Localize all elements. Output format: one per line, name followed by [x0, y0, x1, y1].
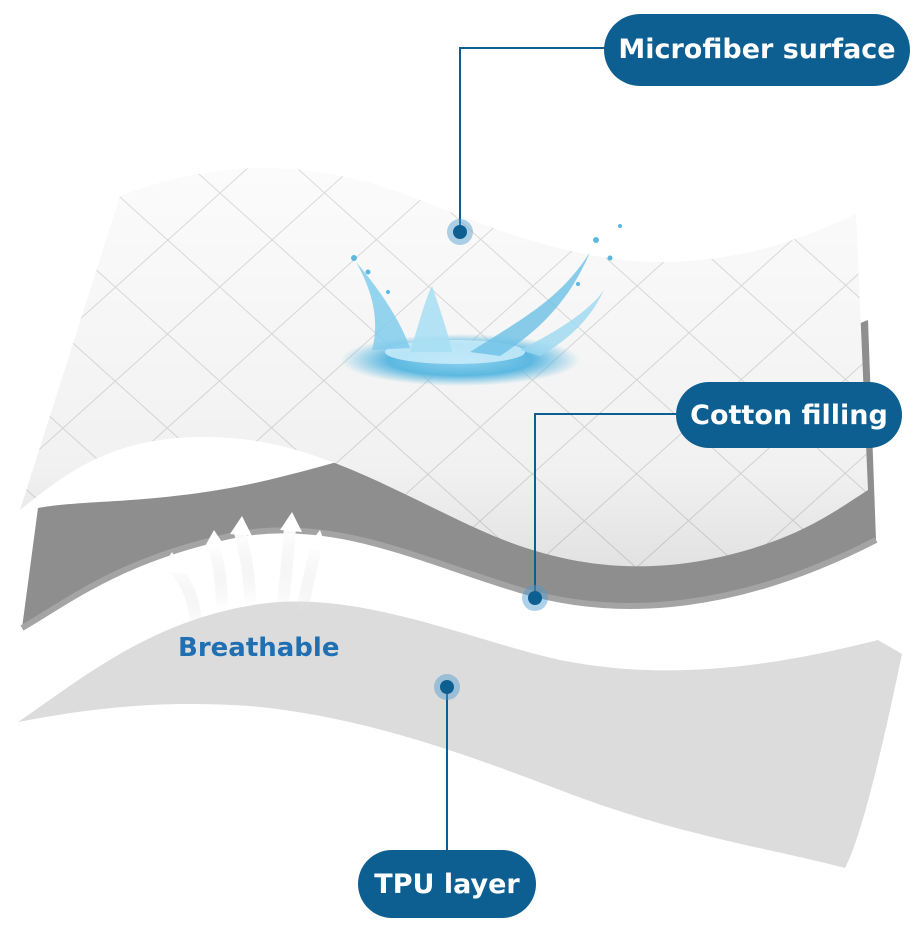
water-splash-icon: [340, 224, 622, 386]
tpu-layer-sheet: [18, 601, 902, 868]
callout-dot-icon: [447, 219, 473, 245]
breathable-label: Breathable: [178, 633, 339, 663]
microfiber-connector-line: [459, 47, 606, 232]
cotton-label: Cotton filling: [690, 400, 888, 431]
microfiber-callout: Microfiber surface: [604, 14, 910, 86]
breathable-arrows-icon: [160, 512, 328, 636]
cotton-callout: Cotton filling: [676, 382, 902, 448]
callout-dot-icon: [522, 585, 548, 611]
cotton-connector-line: [534, 413, 676, 598]
cotton-filling-edge: [20, 527, 878, 631]
tpu-label: TPU layer: [374, 869, 520, 900]
callout-dot-icon: [434, 674, 460, 700]
tpu-callout: TPU layer: [358, 850, 536, 918]
microfiber-label: Microfiber surface: [618, 34, 895, 65]
